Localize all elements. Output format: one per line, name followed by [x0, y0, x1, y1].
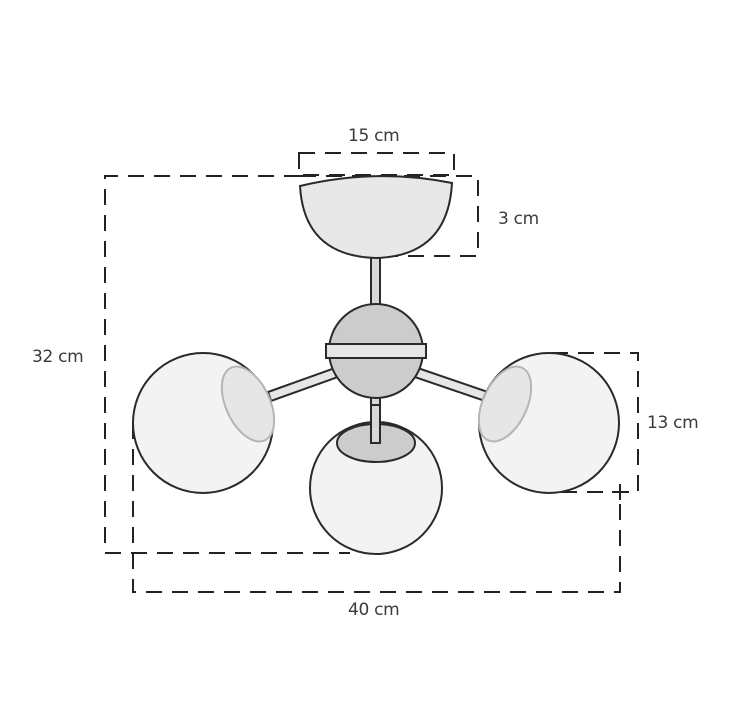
lamp-stem-bottom-inner [370, 404, 381, 444]
total-height-label: 32 cm [32, 347, 84, 367]
globe-diameter-dimension-box [552, 352, 639, 493]
globe-right-neck [477, 365, 533, 443]
total-width-dimension-box [132, 423, 621, 593]
canopy-width-dimension-box [298, 152, 455, 176]
lamp-stem-top [370, 254, 381, 308]
globe-left-neck [220, 365, 276, 443]
canopy-height-label: 3 cm [498, 209, 539, 229]
canopy-width-label: 15 cm [348, 126, 400, 146]
lamp-hub-ring [325, 343, 427, 359]
lamp-canopy [298, 175, 454, 260]
globe-diameter-label: 13 cm [647, 413, 699, 433]
total-width-label: 40 cm [348, 600, 400, 620]
